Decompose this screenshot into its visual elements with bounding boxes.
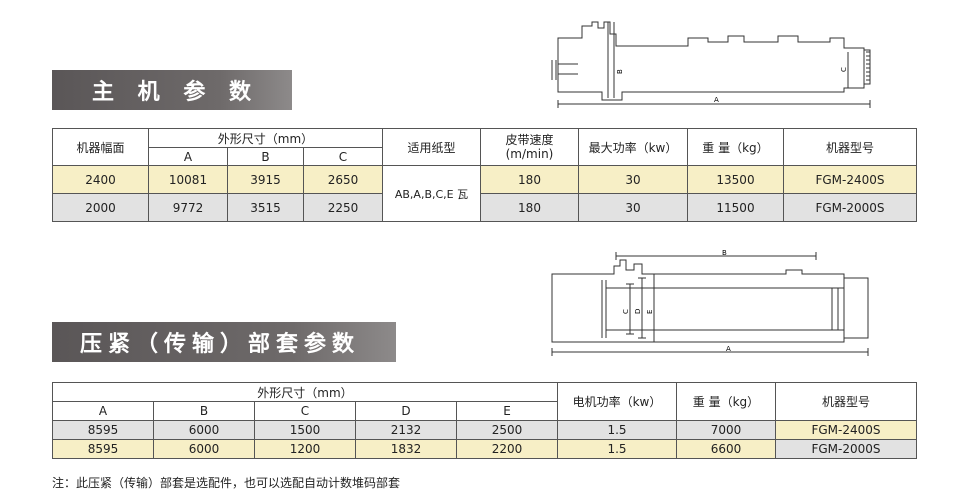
cell-c: 1200	[254, 439, 356, 459]
header-c: C	[254, 401, 356, 421]
section-title-press-unit: 压紧（传输）部套参数	[52, 322, 396, 362]
header-a: A	[148, 147, 228, 166]
header-speed-line2: (m/min)	[505, 147, 554, 161]
header-power: 最大功率（kw）	[578, 128, 688, 166]
cell-speed: 180	[480, 165, 579, 194]
main-machine-table: 机器幅面 外形尺寸（mm） 适用纸型 皮带速度 (m/min) 最大功率（kw）…	[52, 128, 917, 222]
cell-a: 10081	[148, 165, 228, 194]
header-paper: 适用纸型	[382, 128, 481, 166]
header-e: E	[456, 401, 558, 421]
table-row: 2400 10081 3915 2650 AB,A,B,C,E 瓦 180 30…	[52, 165, 917, 222]
cell-b: 6000	[153, 439, 255, 459]
cell-d: 1832	[355, 439, 457, 459]
cell-d: 2132	[355, 420, 457, 440]
cell-a: 8595	[52, 439, 154, 459]
cell-model: FGM-2000S	[783, 193, 917, 222]
table-row: 8595 6000 1500 2132 2500 1.5 7000 FGM-24…	[52, 420, 917, 440]
dim-label-a: A	[726, 345, 731, 353]
header-dims: 外形尺寸（mm）	[148, 128, 383, 148]
cell-a: 8595	[52, 420, 154, 440]
cell-e: 2200	[456, 439, 558, 459]
section-title-main-machine: 主 机 参 数	[52, 70, 292, 110]
header-weight: 重 量（kg）	[676, 382, 776, 421]
cell-power: 30	[578, 193, 688, 222]
table-header-row: 外形尺寸（mm） 电机功率（kw） 重 量（kg） 机器型号	[52, 382, 917, 421]
table-header-row: 机器幅面 外形尺寸（mm） 适用纸型 皮带速度 (m/min) 最大功率（kw）…	[52, 128, 917, 166]
header-b: B	[153, 401, 255, 421]
table-row: 8595 6000 1200 1832 2200 1.5 6600 FGM-20…	[52, 439, 917, 459]
cell-width: 2400	[52, 165, 149, 194]
dim-label-d: D	[634, 309, 642, 314]
press-unit-table: 外形尺寸（mm） 电机功率（kw） 重 量（kg） 机器型号 A B C D E…	[52, 382, 917, 459]
cell-weight: 13500	[687, 165, 784, 194]
cell-paper-types: AB,A,B,C,E 瓦	[382, 165, 481, 222]
footnote: 注：此压紧（传输）部套是选配件，也可以选配自动计数堆码部套	[52, 476, 401, 490]
dim-label-c: C	[840, 67, 848, 72]
table-subheader-row: A B C	[53, 147, 917, 166]
cell-power: 1.5	[557, 439, 677, 459]
cell-b: 3915	[227, 165, 304, 194]
dim-label-c: C	[622, 309, 630, 314]
dim-label-a: A	[714, 96, 719, 104]
cell-power: 30	[578, 165, 688, 194]
cell-weight: 6600	[676, 439, 776, 459]
cell-c: 1500	[254, 420, 356, 440]
cell-c: 2650	[303, 165, 383, 194]
cell-model: FGM-2400S	[783, 165, 917, 194]
header-dims: 外形尺寸（mm）	[52, 382, 558, 402]
header-machine-width: 机器幅面	[52, 128, 149, 166]
cell-width: 2000	[52, 193, 149, 222]
header-model: 机器型号	[783, 128, 917, 166]
cell-c: 2250	[303, 193, 383, 222]
table-row: 2000 9772 3515 2250 180 30 11500 FGM-200…	[52, 193, 917, 222]
machine-side-diagram: B C A	[551, 21, 871, 108]
header-d: D	[355, 401, 457, 421]
header-speed: 皮带速度 (m/min)	[480, 128, 579, 166]
header-speed-line1: 皮带速度	[505, 133, 554, 147]
dim-label-e: E	[646, 310, 654, 314]
cell-b: 3515	[227, 193, 304, 222]
cell-model: FGM-2000S	[775, 439, 917, 459]
dim-label-b: B	[616, 69, 624, 74]
header-c: C	[303, 147, 383, 166]
header-weight: 重 量（kg）	[687, 128, 784, 166]
header-a: A	[52, 401, 154, 421]
press-unit-diagram: B C D E A	[551, 249, 869, 356]
header-model: 机器型号	[775, 382, 917, 421]
cell-speed: 180	[480, 193, 579, 222]
cell-b: 6000	[153, 420, 255, 440]
cell-model: FGM-2400S	[775, 420, 917, 440]
header-power: 电机功率（kw）	[557, 382, 677, 421]
dim-label-b: B	[722, 249, 727, 257]
cell-weight: 7000	[676, 420, 776, 440]
cell-weight: 11500	[687, 193, 784, 222]
header-b: B	[227, 147, 304, 166]
cell-a: 9772	[148, 193, 228, 222]
cell-power: 1.5	[557, 420, 677, 440]
cell-e: 2500	[456, 420, 558, 440]
